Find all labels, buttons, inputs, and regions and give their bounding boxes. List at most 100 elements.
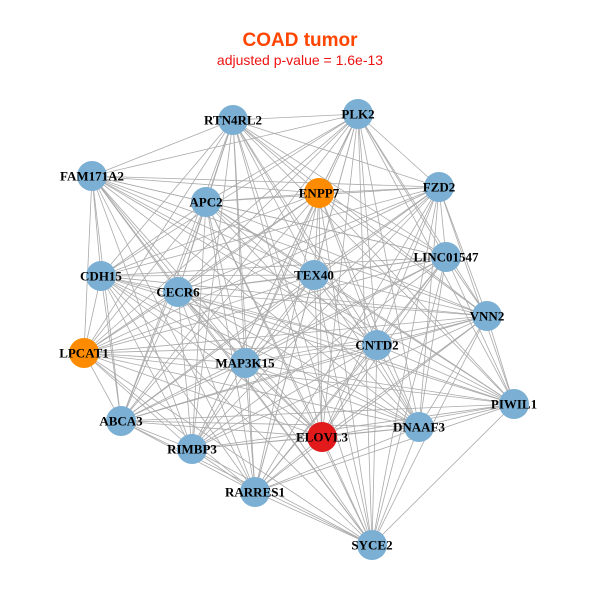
edge: [232, 119, 440, 188]
edge: [83, 352, 373, 546]
edge: [120, 420, 323, 438]
edge: [120, 315, 488, 422]
edge: [120, 274, 315, 422]
node-piwil1: [499, 389, 529, 419]
edge: [100, 275, 373, 546]
edge: [232, 119, 488, 317]
edge: [254, 426, 420, 493]
node-label: LINC01547: [413, 250, 479, 265]
edge: [376, 186, 440, 346]
edge: [244, 192, 320, 364]
edge: [177, 274, 315, 293]
edge: [418, 315, 488, 428]
edge: [191, 362, 246, 450]
edge: [120, 344, 378, 422]
edge: [371, 186, 440, 546]
edge: [91, 175, 102, 277]
node-cntd2: [362, 330, 392, 360]
edge: [232, 119, 320, 194]
edge: [254, 315, 488, 493]
edge: [100, 275, 256, 493]
node-label: VNN2: [470, 309, 505, 324]
edge: [177, 113, 359, 293]
edge: [313, 274, 323, 438]
edge: [244, 362, 373, 546]
edge: [318, 186, 440, 194]
node-label: ELOVL3: [296, 430, 349, 445]
edge: [357, 113, 373, 546]
node-dnaaf3: [404, 412, 434, 442]
node-elovl3: [307, 422, 337, 452]
edge: [254, 186, 440, 493]
edge: [83, 192, 320, 354]
edge: [100, 113, 359, 277]
edge: [254, 344, 378, 493]
node-label: CECR6: [156, 285, 200, 300]
edge: [177, 291, 488, 317]
node-label: ENPP7: [299, 186, 340, 201]
edge: [244, 362, 515, 405]
edge: [120, 186, 440, 422]
node-plk2: [343, 99, 373, 129]
edge: [244, 362, 420, 428]
node-rimbp3: [177, 434, 207, 464]
node-label: MAP3K15: [215, 356, 275, 371]
edge: [91, 175, 193, 450]
edge: [100, 192, 320, 277]
edge: [83, 315, 488, 354]
edge: [100, 275, 122, 422]
edge: [120, 420, 420, 428]
edge: [418, 256, 447, 428]
edge: [357, 113, 378, 346]
node-linc01547: [431, 242, 461, 272]
edge: [83, 291, 179, 354]
edge: [254, 274, 315, 493]
edge: [120, 403, 515, 422]
node-cdh15: [86, 261, 116, 291]
edge: [205, 201, 447, 258]
node-label: TEX40: [294, 268, 334, 283]
node-label: CDH15: [80, 269, 122, 284]
edge: [321, 186, 440, 438]
edge: [205, 113, 359, 203]
edge: [100, 275, 323, 438]
edge: [120, 119, 234, 422]
edge: [205, 201, 373, 546]
edge: [313, 274, 488, 317]
edge: [100, 275, 378, 346]
node-label: FAM171A2: [60, 169, 124, 184]
edge: [418, 186, 440, 428]
edge: [83, 352, 515, 405]
edge: [91, 175, 323, 438]
edge: [205, 201, 420, 428]
edge: [83, 352, 246, 364]
edge: [232, 119, 515, 405]
edge: [120, 201, 207, 422]
node-map3k15: [230, 348, 260, 378]
edge: [321, 113, 359, 438]
node-label: RTN4RL2: [204, 113, 262, 128]
edge: [91, 175, 315, 276]
edge: [205, 201, 378, 346]
edge: [83, 352, 323, 438]
node-abca3: [106, 406, 136, 436]
edge: [100, 119, 234, 277]
edge: [191, 119, 234, 450]
node-tex40: [299, 260, 329, 290]
edge: [191, 436, 323, 450]
edge: [318, 192, 488, 317]
edge: [357, 113, 440, 188]
edge: [83, 352, 193, 450]
edge: [120, 256, 447, 422]
edge: [191, 344, 378, 450]
edge: [100, 274, 315, 277]
edge: [318, 192, 373, 546]
edge: [83, 344, 378, 354]
edge: [91, 175, 320, 194]
edge: [318, 192, 323, 438]
edge: [313, 274, 378, 346]
edge: [376, 315, 488, 346]
node-label: PIWIL1: [491, 397, 537, 412]
edge: [321, 344, 378, 438]
node-enpp7: [304, 178, 334, 208]
